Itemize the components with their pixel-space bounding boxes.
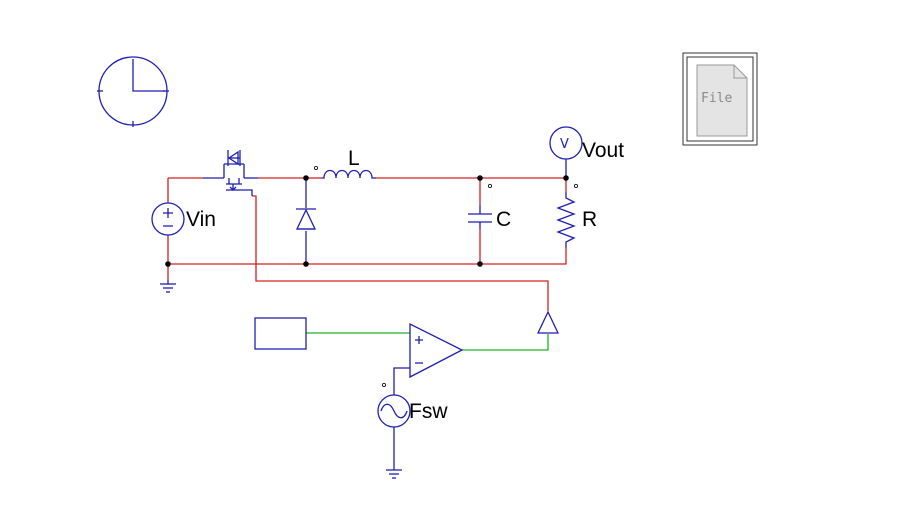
voltmeter-glyph: V xyxy=(560,137,569,152)
vout-label: Vout xyxy=(582,139,624,162)
capacitor[interactable]: C xyxy=(468,183,511,231)
gate-driver[interactable] xyxy=(536,310,560,334)
load-resistor[interactable]: R xyxy=(556,183,597,248)
vin-label: Vin xyxy=(186,208,216,231)
control-wires xyxy=(306,332,549,351)
ground-icon xyxy=(386,465,402,479)
input-voltage-source[interactable]: Vin xyxy=(151,202,216,236)
file-block[interactable]: File xyxy=(682,52,758,146)
inductor[interactable]: L xyxy=(313,147,376,179)
diode-icon xyxy=(295,208,317,230)
comparator-icon xyxy=(409,322,464,379)
fsw-label: Fsw xyxy=(409,400,448,423)
signal-wires xyxy=(305,178,410,465)
junction-nodes xyxy=(165,175,569,267)
output-voltmeter[interactable]: V Vout xyxy=(549,126,624,178)
constant-block[interactable] xyxy=(254,317,307,350)
mosfet-icon xyxy=(203,150,258,196)
file-icon xyxy=(696,64,748,137)
gate-driver-icon xyxy=(536,310,560,334)
power-wires xyxy=(167,177,567,311)
carrier-source[interactable]: Fsw xyxy=(377,382,448,428)
freewheel-diode[interactable] xyxy=(295,208,317,230)
clock-icon[interactable] xyxy=(97,56,169,127)
inductor-label: L xyxy=(348,147,360,170)
ground-icon xyxy=(160,280,176,293)
comparator[interactable] xyxy=(409,322,464,379)
resistor-label: R xyxy=(582,208,597,231)
file-block-text: File xyxy=(701,91,732,106)
constant-block-icon xyxy=(254,317,307,350)
mosfet-switch[interactable] xyxy=(203,150,258,196)
capacitor-label: C xyxy=(496,208,511,231)
